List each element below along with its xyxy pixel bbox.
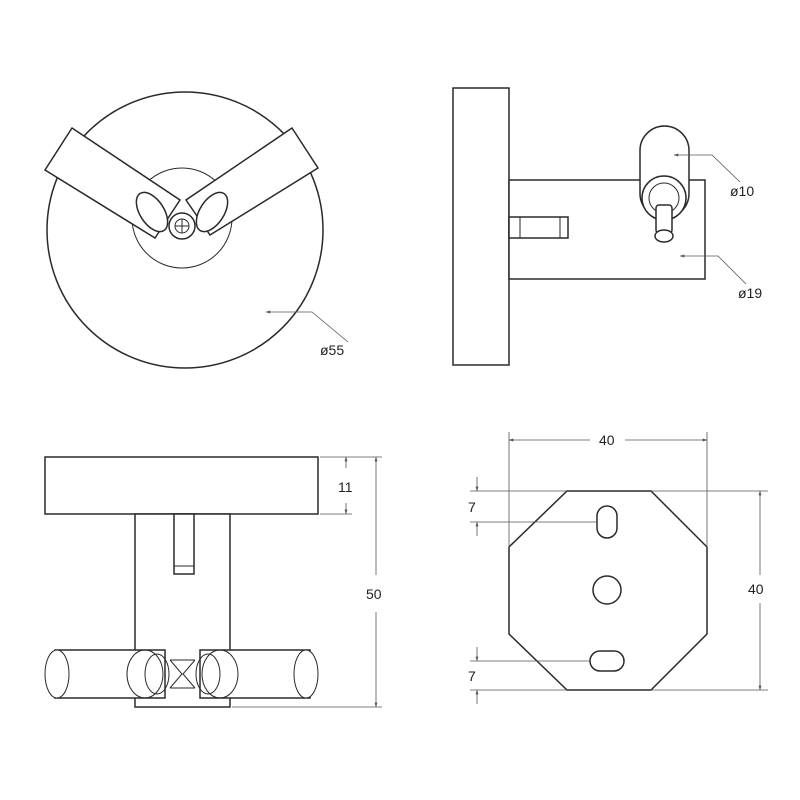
- dimension-label-diameter-19: ø19: [738, 285, 762, 301]
- leader-diameter-10: ø10: [673, 153, 754, 199]
- bottom-base-plate: [44, 456, 319, 515]
- dimension-label-diameter-55: ø55: [320, 342, 344, 358]
- bottom-view: 11 50: [44, 456, 382, 708]
- side-view: ø10 ø19: [452, 87, 762, 366]
- dimension-label-height-50: 50: [366, 586, 382, 602]
- top-slot: [596, 505, 618, 539]
- leader-diameter-55: ø55: [265, 310, 349, 358]
- center-pin: [168, 212, 196, 240]
- leader-diameter-19: ø19: [679, 254, 762, 301]
- center-hole: [592, 575, 622, 605]
- dimension-label-thickness-11: 11: [338, 479, 353, 495]
- dimension-thickness-11: 11: [320, 456, 353, 515]
- side-screw: [508, 216, 569, 239]
- dimension-label-slot-top-7: 7: [468, 499, 476, 515]
- dimension-height-40: 40: [651, 490, 768, 691]
- bottom-slot: [589, 650, 625, 672]
- dimension-label-height-40: 40: [748, 581, 764, 597]
- left-arm: [43, 126, 182, 240]
- dimension-slot-bottom-7: 7: [468, 647, 590, 704]
- bottom-screw: [173, 513, 195, 575]
- dimension-label-slot-bottom-7: 7: [468, 668, 476, 684]
- plate-view: 40 40 7 7: [468, 432, 768, 704]
- dimension-label-diameter-10: ø10: [730, 183, 754, 199]
- bottom-arms: [44, 649, 319, 699]
- dimension-width-40: 40: [508, 432, 708, 547]
- front-view: ø55: [43, 91, 349, 369]
- dimension-label-width-40: 40: [599, 432, 615, 448]
- right-arm: [184, 126, 320, 237]
- side-pin: [639, 125, 690, 243]
- side-base-plate: [452, 87, 510, 366]
- dimension-height-50: 50: [232, 456, 382, 708]
- dimension-slot-top-7: 7: [468, 477, 597, 536]
